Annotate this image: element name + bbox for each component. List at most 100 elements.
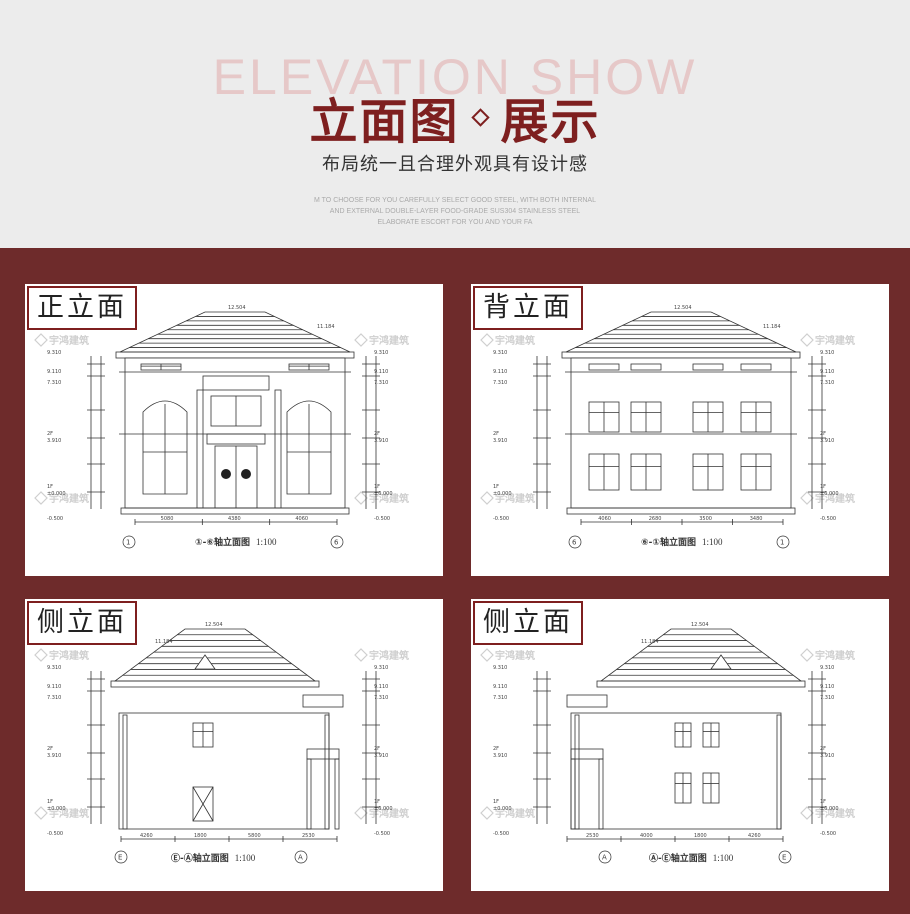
dimension-label: 4260 — [748, 833, 761, 839]
watermark-icon — [480, 806, 494, 820]
dimension-label: 5800 — [248, 833, 261, 839]
eave-level-label: 11.184 — [317, 324, 335, 330]
level-label: 7.310 — [47, 695, 61, 701]
watermark-icon — [480, 648, 494, 662]
watermark-icon — [480, 491, 494, 505]
arched-window — [142, 400, 188, 495]
watermark-icon — [34, 333, 48, 347]
watermark-text: 宇鸿建筑 — [815, 492, 855, 505]
axis-bubble — [778, 850, 792, 864]
eave-level-label: 11.184 — [641, 639, 659, 645]
level-label: 3.910 — [47, 438, 61, 444]
watermark-text: 宇鸿建筑 — [815, 334, 855, 347]
balcony-railing — [202, 375, 270, 391]
level-label: 1F — [47, 484, 53, 490]
roof-outline — [113, 628, 317, 682]
level-label: 9.110 — [493, 369, 507, 375]
dimension-label: 4060 — [598, 516, 611, 522]
level-label: 1F — [820, 484, 826, 490]
watermark-text: 宇鸿建筑 — [49, 807, 89, 820]
level-label: 1F — [374, 484, 380, 490]
frieze-window — [588, 363, 620, 371]
level-label: 2F — [493, 431, 499, 437]
right-side-elevation-panel: 宇鸿建筑宇鸿建筑宇鸿建筑宇鸿建筑宇鸿建筑宇鸿建筑12.50411.1842530… — [471, 599, 889, 891]
back-elevation-drawing: 宇鸿建筑宇鸿建筑宇鸿建筑宇鸿建筑宇鸿建筑宇鸿建筑12.50411.1849.31… — [480, 305, 855, 549]
level-label: 9.110 — [374, 369, 388, 375]
side-balcony-railing — [570, 748, 604, 760]
dimension-label: 3500 — [699, 516, 712, 522]
eave-cornice — [115, 351, 355, 359]
level-label: -0.500 — [47, 516, 63, 522]
axis-bubble — [294, 850, 308, 864]
door-diagonal — [192, 786, 214, 822]
page-title: 立面图 展示 — [0, 82, 910, 152]
level-label: 9.310 — [493, 350, 507, 356]
panel-tag: 背立面 — [473, 286, 583, 330]
level-label: 2F — [47, 431, 53, 437]
plinth — [566, 507, 796, 515]
level-label: 2F — [374, 431, 380, 437]
facade-outline — [124, 357, 346, 509]
dimension-label: 1800 — [694, 833, 707, 839]
roof-outline — [565, 311, 797, 353]
watermark-icon — [354, 333, 368, 347]
watermark-icon — [354, 491, 368, 505]
level-label: -0.500 — [47, 831, 63, 837]
level-label: 1F — [493, 799, 499, 805]
axis-bubble-label: A — [602, 854, 607, 862]
caption-text: Ⓔ-Ⓐ轴立面图 — [171, 854, 229, 864]
watermark-text: 宇鸿建筑 — [369, 334, 409, 347]
frieze-window — [740, 363, 772, 371]
level-label: 2F — [493, 746, 499, 752]
back-elevation-panel: 宇鸿建筑宇鸿建筑宇鸿建筑宇鸿建筑宇鸿建筑宇鸿建筑12.50411.1849.31… — [471, 284, 889, 576]
level-label: 7.310 — [493, 695, 507, 701]
axis-bubble-label: 6 — [334, 539, 339, 547]
front-elevation-drawing: 宇鸿建筑宇鸿建筑宇鸿建筑宇鸿建筑宇鸿建筑宇鸿建筑12.50411.1849.31… — [34, 305, 409, 549]
dormer — [710, 654, 732, 670]
eave-cornice — [596, 680, 806, 688]
axis-bubble-label: 1 — [126, 539, 130, 547]
level-label: 9.110 — [820, 369, 834, 375]
header-section: ELEVATION SHOW 立面图 展示 布局统一且合理外观具有设计感 M T… — [0, 0, 910, 248]
level-label: -0.500 — [374, 516, 390, 522]
level-label: -0.500 — [374, 831, 390, 837]
watermark-icon — [480, 333, 494, 347]
eave-cornice — [110, 680, 320, 688]
watermark-text: 宇鸿建筑 — [49, 334, 89, 347]
side-balcony — [302, 694, 344, 708]
watermark-text: 宇鸿建筑 — [495, 649, 535, 662]
english-line: ELABORATE ESCORT FOR YOU AND YOUR FA — [377, 219, 533, 226]
level-label: -0.500 — [820, 831, 836, 837]
axis-bubble — [776, 535, 790, 549]
level-label: ±0.000 — [820, 491, 839, 497]
roof-level-label: 12.504 — [674, 305, 692, 311]
dimension-label: 2530 — [586, 833, 599, 839]
column — [598, 758, 604, 830]
door-ornament — [221, 469, 231, 479]
panel-tag: 侧立面 — [27, 601, 137, 645]
watermark-icon — [800, 333, 814, 347]
facade-outline — [570, 357, 792, 509]
left-side-elevation-panel: 宇鸿建筑宇鸿建筑宇鸿建筑宇鸿建筑宇鸿建筑宇鸿建筑12.50411.1844260… — [25, 599, 443, 891]
level-label: 7.310 — [374, 695, 388, 701]
dimension-label: 5080 — [161, 516, 174, 522]
dimension-label: 3480 — [750, 516, 763, 522]
dormer — [194, 654, 216, 670]
watermark-text: 宇鸿建筑 — [815, 807, 855, 820]
column — [334, 758, 340, 830]
facade-outline — [570, 712, 782, 830]
level-label: -0.500 — [493, 516, 509, 522]
level-label: ±0.000 — [374, 806, 393, 812]
axis-bubble-label: 6 — [572, 539, 577, 547]
axis-bubble — [330, 535, 344, 549]
column — [776, 714, 782, 830]
frieze-window — [692, 363, 724, 371]
level-label: 3.910 — [820, 438, 834, 444]
level-label: 3.910 — [493, 438, 507, 444]
watermark-text: 宇鸿建筑 — [369, 649, 409, 662]
level-label: 9.110 — [47, 684, 61, 690]
level-label: ±0.000 — [493, 806, 512, 812]
